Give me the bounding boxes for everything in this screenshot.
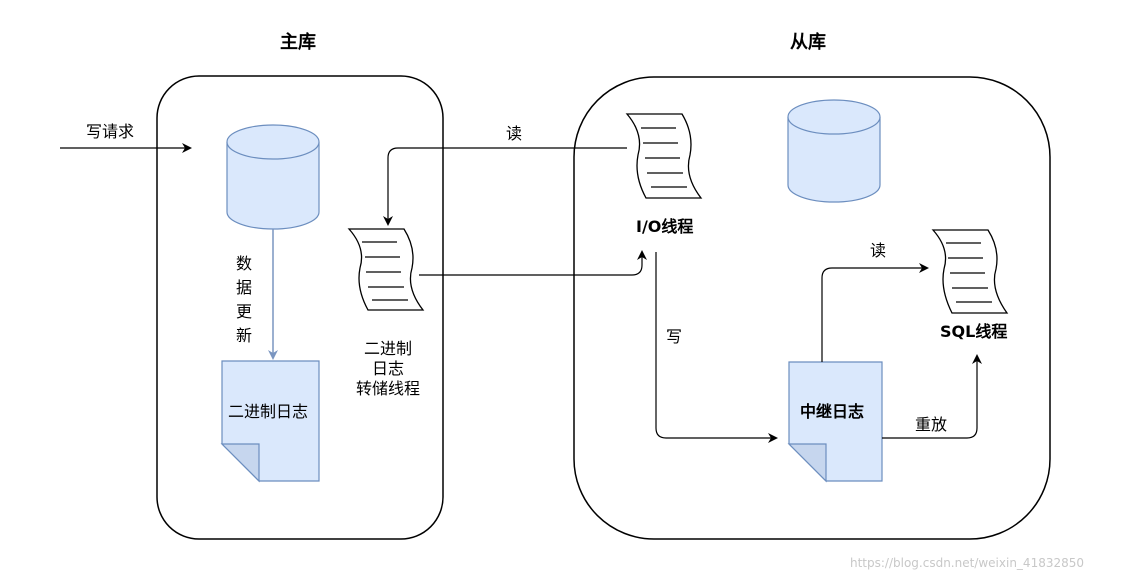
relay-log-document-icon (787, 361, 883, 483)
replay-label: 重放 (915, 415, 948, 434)
slave-title: 从库 (790, 32, 826, 53)
dump-to-io-arrow (419, 250, 647, 276)
sql-thread-label: SQL线程 (940, 322, 1008, 341)
io-read-arrow (383, 147, 627, 226)
master-title: 主库 (280, 32, 316, 53)
read-top-label: 读 (506, 124, 523, 143)
slave-database-icon (787, 99, 881, 203)
read-sql-label: 读 (870, 241, 887, 260)
io-thread-label: I/O线程 (636, 217, 694, 236)
binlog-document-icon (220, 360, 320, 483)
write-label: 写 (666, 327, 683, 346)
dump-thread-scroll-icon (347, 228, 425, 311)
replay-arrow (882, 354, 982, 439)
data-update-label: 数据更新 (235, 254, 252, 345)
dump-thread-label: 二进制 日志 转储线程 (355, 339, 420, 398)
watermark: https://blog.csdn.net/weixin_41832850 (850, 556, 1085, 570)
binlog-label: 二进制日志 (228, 402, 309, 421)
relay-log-label: 中继日志 (800, 402, 865, 421)
master-database-icon (226, 124, 320, 230)
write-request-label: 写请求 (86, 122, 135, 141)
sql-read-relay-arrow (821, 263, 929, 362)
io-thread-scroll-icon (625, 113, 703, 199)
sql-thread-scroll-icon (931, 229, 1009, 314)
io-write-relay-arrow (655, 252, 778, 443)
